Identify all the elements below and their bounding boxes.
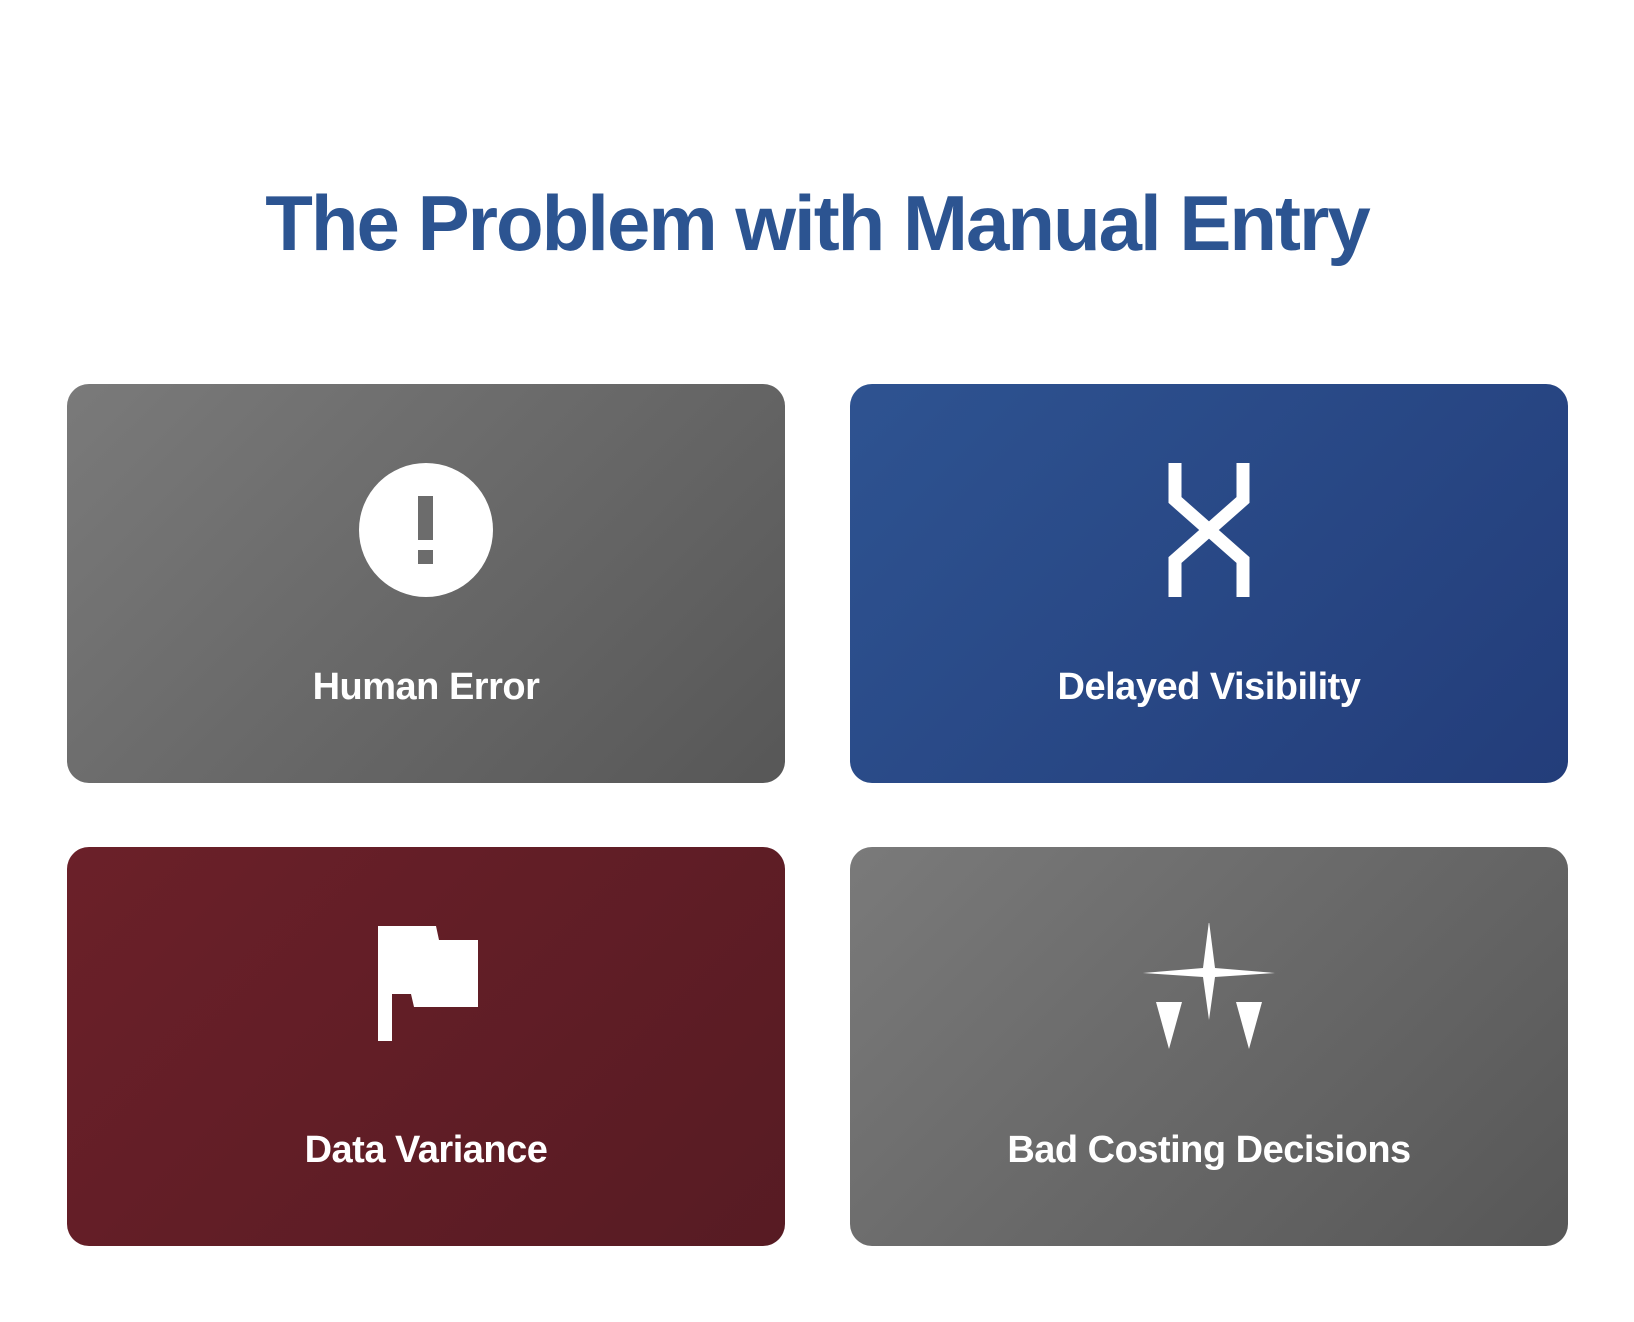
flag-icon bbox=[378, 926, 478, 1041]
card-label: Human Error bbox=[312, 666, 540, 708]
exclamation-circle-icon bbox=[359, 463, 493, 597]
card-label: Bad Costing Decisions bbox=[1007, 1129, 1411, 1171]
card-bad-costing-decisions: Bad Costing Decisions bbox=[850, 847, 1568, 1246]
page-title: The Problem with Manual Entry bbox=[265, 179, 1370, 267]
sparkle-icon bbox=[1143, 923, 1275, 1049]
card-human-error: Human Error bbox=[67, 384, 785, 783]
card-label: Delayed Visibility bbox=[1057, 666, 1361, 708]
card-label: Data Variance bbox=[304, 1129, 548, 1171]
card-delayed-visibility: Delayed Visibility bbox=[850, 384, 1568, 783]
card-data-variance: Data Variance bbox=[67, 847, 785, 1246]
hourglass-icon bbox=[1168, 463, 1250, 597]
